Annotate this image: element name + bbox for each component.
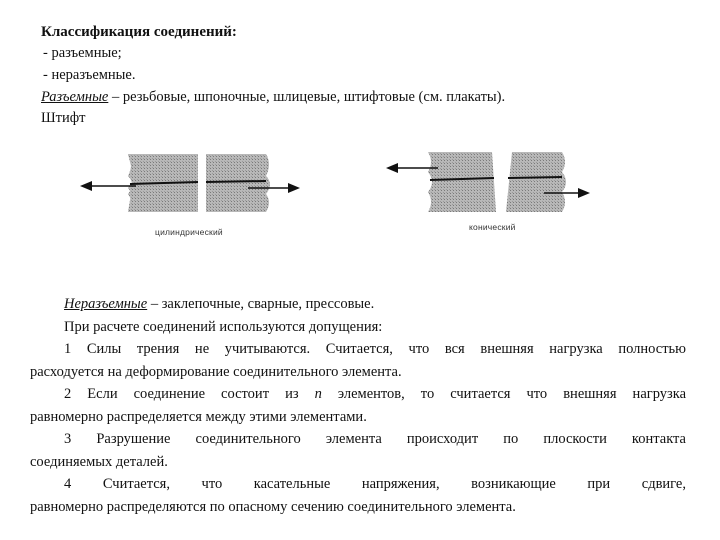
assumptions-block: Неразъемные – заклепочные, сварные, прес… — [30, 293, 686, 518]
permanent-term: Неразъемные — [64, 296, 148, 312]
assumption-2-n: n — [314, 386, 322, 402]
assumption-2-line-2: равномерно распределяется между этими эл… — [30, 408, 367, 425]
assumption-2-post: элементов, то считается что внешняя нагр… — [321, 386, 687, 402]
assumption-2-pre: 2 Если соединение состоит из — [64, 386, 315, 402]
conical-pin-figure — [386, 152, 590, 212]
assumptions-intro: При расчете соединений используются допу… — [64, 318, 383, 335]
cylindrical-caption: цилиндрический — [155, 227, 223, 237]
cylindrical-pin-figure — [80, 154, 300, 212]
conical-caption: конический — [469, 222, 516, 232]
assumption-4-line-2: равномерно распределяются по опасному се… — [30, 498, 516, 515]
assumption-1-line-1: 1 Силы трения не учитываются. Считается,… — [64, 341, 686, 357]
right-plate — [506, 152, 566, 212]
detachable-term: Разъемные — [41, 89, 109, 105]
permanent-definition: Неразъемные – заклепочные, сварные, прес… — [30, 293, 686, 316]
right-arrow-icon — [248, 183, 300, 193]
detachable-text: – резьбовые, шпоночные, шлицевые, штифто… — [108, 89, 506, 105]
pin-label: Штифт — [41, 110, 86, 126]
detachable-definition: Разъемные – резьбовые, шпоночные, шлицев… — [41, 89, 505, 106]
permanent-text: – заклепочные, сварные, прессовые. — [147, 296, 375, 312]
left-arrow-icon — [80, 181, 136, 191]
list-item-permanent: - неразъемные. — [43, 67, 136, 83]
assumption-3-line-1: 3 Разрушение соединительного элемента пр… — [64, 431, 686, 447]
right-arrow-icon — [544, 188, 590, 198]
left-plate — [428, 152, 496, 212]
assumption-3-line-2: соединяемых деталей. — [30, 453, 168, 470]
assumption-2-line-1: 2 Если соединение состоит из n элементов… — [30, 383, 686, 406]
assumption-4-line-1: 4 Считается, что касательные напряжения,… — [64, 476, 686, 492]
list-item-detachable: - разъемные; — [43, 45, 122, 61]
assumption-1-line-2: расходуется на деформирование соединител… — [30, 363, 402, 380]
right-plate — [206, 154, 270, 212]
slide-title: Классификация соединений: — [41, 24, 237, 40]
left-arrow-icon — [386, 163, 438, 173]
